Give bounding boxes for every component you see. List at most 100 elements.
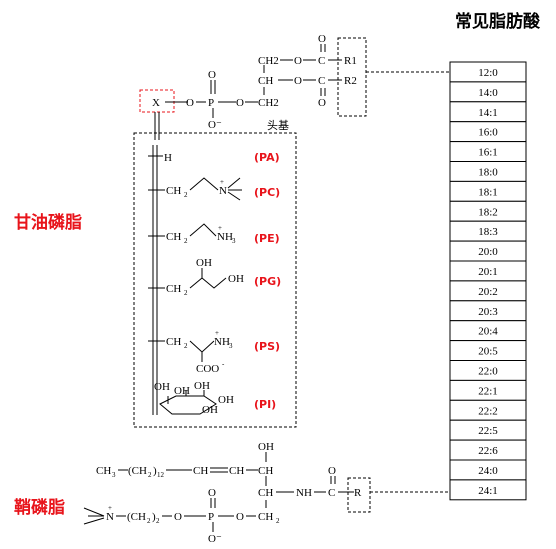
svg-text:H: H [164,152,172,164]
head-pg: CH 2 OH OH (PG) [148,257,281,297]
svg-text:2: 2 [184,342,188,350]
svg-text:): ) [153,465,157,477]
fatty-acid-label: 20:5 [478,346,498,358]
fatty-acid-label: 20:0 [478,246,498,258]
x-substituent-box [139,89,175,113]
fatty-acid-label: 22:5 [478,425,498,437]
pg-code: (PG) [254,275,281,288]
svg-text:2: 2 [148,471,152,479]
glycerophospholipid-label: 甘油磷脂 [14,212,82,233]
svg-text:CH: CH [258,511,273,523]
sphingophospholipid-label: 鞘磷脂 [14,497,65,518]
head-group-box [133,132,297,428]
o-atom-2: O [236,97,244,109]
fatty-acid-label: 16:0 [478,127,498,139]
svg-text:3: 3 [232,237,236,245]
p-double-o: O [208,69,216,81]
head-pc: CH 2 N + (PC) [148,177,280,201]
svg-text:CH: CH [166,185,181,197]
svg-text:OH: OH [258,441,274,453]
fatty-acid-cell [449,479,527,501]
svg-text:O: O [236,511,244,523]
svg-text:OH: OH [154,381,170,393]
svg-text:2: 2 [276,517,280,525]
fatty-acid-label: 12:0 [478,67,498,79]
fatty-acid-label: 24:0 [478,465,498,477]
svg-text:OH: OH [174,385,190,397]
svg-text:(CH: (CH [128,465,147,477]
svg-text:CH: CH [166,336,181,348]
o-atom: O [186,97,194,109]
fatty-acid-label: 18:1 [478,186,498,198]
svg-text:): ) [152,511,156,523]
svg-text:O⁻: O⁻ [208,533,222,545]
svg-text:3: 3 [229,342,233,350]
fatty-acid-label: 18:3 [478,226,498,238]
pa-code: (PA) [254,151,280,164]
pc-code: (PC) [254,186,280,199]
fatty-acid-label: 18:2 [478,206,498,218]
svg-text:(CH: (CH [127,511,146,523]
fatty-acid-label: 18:0 [478,166,498,178]
x-atom: X [152,97,160,109]
svg-text:O: O [208,487,216,499]
fatty-acid-label: 14:0 [478,87,498,99]
fatty-acids-title: 常见脂肪酸 [455,11,541,32]
ps-code: (PS) [254,340,280,353]
ester-o-1: O [294,55,302,67]
ch-middle: CH [258,75,273,87]
svg-text:+: + [215,329,219,337]
fatty-acid-label: 20:3 [478,306,498,318]
ch2-upper: CH2 [258,55,279,67]
svg-text:+: + [218,224,222,232]
svg-text:12: 12 [157,471,165,479]
svg-text:CH: CH [229,465,244,477]
svg-text:OH: OH [196,257,212,269]
r1-label: R1 [344,55,357,67]
fatty-acid-label: 22:0 [478,365,498,377]
svg-text:C: C [328,487,335,499]
svg-text:O: O [328,465,336,477]
ch2-lower: CH2 [258,97,279,109]
sphingo-r-box [347,477,371,513]
carbonyl-c-2: C [318,75,325,87]
svg-text:NH: NH [296,487,312,499]
svg-text:OH: OH [202,404,218,416]
pi-code: (PI) [254,398,276,411]
svg-text:CH: CH [193,465,208,477]
svg-text:CH: CH [258,465,273,477]
svg-text:CH: CH [166,283,181,295]
head-pe: CH 2 NH 3 + (PE) [148,223,280,245]
svg-text:2: 2 [184,237,188,245]
head-ps: CH 2 NH 3 + COO - (PS) [148,329,280,375]
fatty-acid-label: 22:6 [478,445,498,457]
svg-text:NH: NH [217,231,233,243]
head-pa: H (PA) [148,151,280,164]
fatty-acid-label: 22:1 [478,385,498,397]
svg-text:OH: OH [228,273,244,285]
svg-text:2: 2 [184,289,188,297]
svg-text:O: O [174,511,182,523]
sphingo-r-label: R [354,487,362,499]
svg-text:3: 3 [112,471,116,479]
svg-text:N: N [219,185,227,197]
head-group-label: 头基 [267,119,289,132]
r2-label: R2 [344,75,357,87]
fatty-acid-label: 24:1 [478,485,498,497]
fatty-acid-label: 20:1 [478,266,498,278]
svg-text:CH: CH [166,231,181,243]
carbonyl-c-1: C [318,55,325,67]
svg-text:2: 2 [156,517,160,525]
sphingomyelin-structure: CH 3 (CH 2 ) 12 CH CH CH OH CH NH C O R [83,441,450,545]
fatty-acid-label: 20:2 [478,286,498,298]
svg-text:OH: OH [194,380,210,392]
svg-text:2: 2 [184,191,188,199]
svg-text:N: N [106,511,114,523]
svg-text:CH: CH [96,465,111,477]
fatty-acid-table: 12:014:014:116:016:118:018:118:218:320:0… [449,61,527,501]
fatty-acid-label: 20:4 [478,326,498,338]
ester-o-2: O [294,75,302,87]
p-o-minus: O⁻ [208,119,222,131]
pe-code: (PE) [254,232,280,245]
